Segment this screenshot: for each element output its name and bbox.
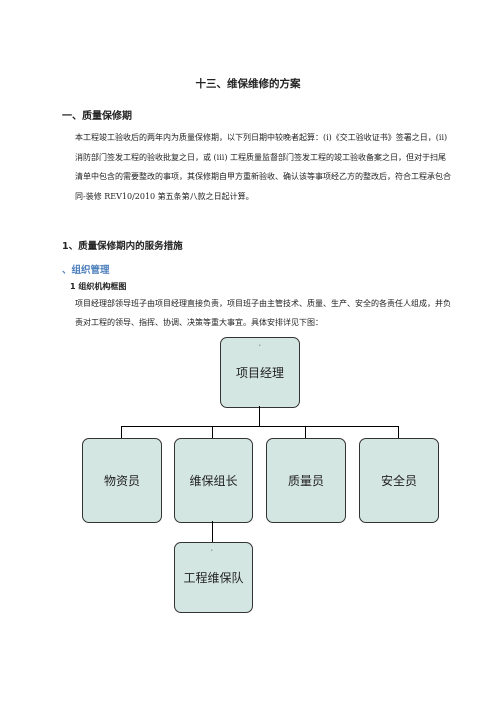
connector-line bbox=[121, 426, 399, 427]
org-node-maintenance-lead: 维保组长 bbox=[174, 438, 253, 523]
section-heading-organization: 、组织管理 bbox=[62, 265, 110, 276]
org-node-project-manager: , 项目经理 bbox=[220, 337, 300, 408]
connector-line bbox=[212, 521, 213, 542]
org-node-label: 项目经理 bbox=[235, 366, 284, 380]
org-node-label: 物资员 bbox=[103, 474, 140, 488]
document-title: 十三、维保维修的方案 bbox=[195, 78, 301, 90]
paragraph-organization: 项目经理部领导班子由项目经理直接负责，项目班子由主管技术、质量、生产、安全的各责… bbox=[75, 299, 451, 327]
connector-line bbox=[305, 426, 306, 438]
section-heading-warranty: 一、质量保修期 bbox=[62, 111, 132, 122]
section-heading-service: 1、质量保修期内的服务措施 bbox=[62, 241, 183, 252]
org-node-label: 工程维保队 bbox=[183, 571, 244, 585]
org-node-maintenance-team: , 工程维保队 bbox=[174, 542, 253, 613]
connector-line bbox=[212, 426, 213, 438]
org-node-label: 质量员 bbox=[287, 474, 324, 488]
org-node-materials: 物资员 bbox=[82, 438, 162, 523]
subheading-org-chart: 1 组织机构框图 bbox=[70, 282, 127, 291]
org-node-label: 维保组长 bbox=[189, 474, 238, 488]
org-node-safety: 安全员 bbox=[359, 438, 439, 523]
mark-icon: , bbox=[211, 545, 213, 552]
org-node-label: 安全员 bbox=[380, 474, 417, 488]
org-node-quality: 质量员 bbox=[266, 438, 346, 523]
connector-line bbox=[259, 406, 260, 426]
connector-line bbox=[121, 426, 122, 438]
connector-line bbox=[398, 426, 399, 438]
paragraph-warranty: 本工程竣工验收后的两年内为质量保修期，以下列日期中较晚者起算：(i)《交工验收证… bbox=[75, 133, 451, 201]
mark-icon: , bbox=[259, 340, 261, 347]
